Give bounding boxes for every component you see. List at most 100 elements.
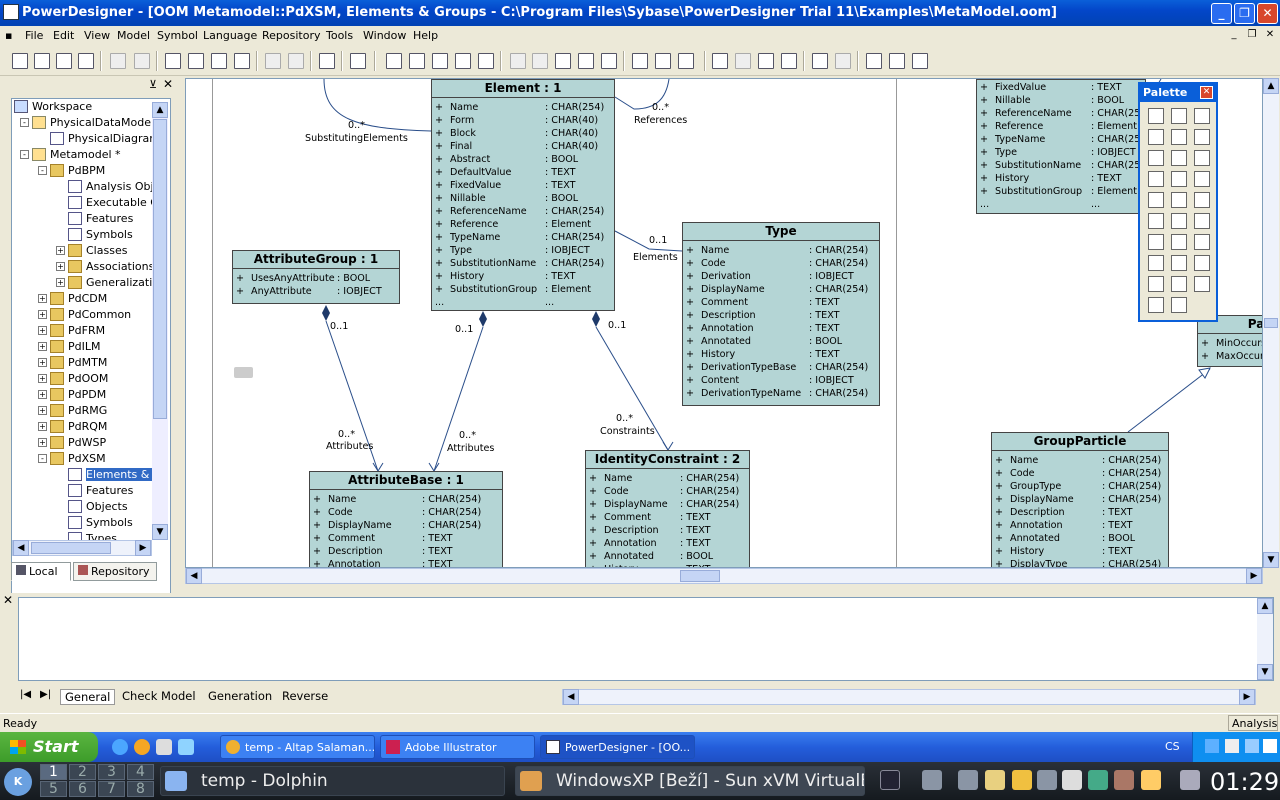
class-element-partial[interactable]: +FixedValue: TEXT+Nillable: BOOL+Referen… xyxy=(976,79,1150,214)
tab-scroll-right-icon[interactable]: ▶| xyxy=(40,689,52,700)
expand-icon[interactable]: + xyxy=(38,390,47,399)
class-attribute-row[interactable]: +Type: IOBJECT xyxy=(432,245,614,258)
class-attribute-row[interactable]: +DisplayName: CHAR(254) xyxy=(683,284,879,297)
collapse-icon[interactable]: - xyxy=(38,166,47,175)
class-attribute-row[interactable]: +Annotated: BOOL xyxy=(683,336,879,349)
collapse-icon[interactable]: - xyxy=(38,454,47,463)
palette-close-icon[interactable]: ✕ xyxy=(1200,86,1213,99)
tree-node[interactable]: -PhysicalDataModel_ xyxy=(12,115,170,131)
menu-tools[interactable]: Tools xyxy=(326,29,354,42)
class-attribute-row[interactable]: +Code: CHAR(254) xyxy=(310,507,502,520)
class-attribute-row[interactable]: +Annotation: TEXT xyxy=(992,520,1168,533)
collapse-icon[interactable]: - xyxy=(20,118,29,127)
class-attribute-row[interactable]: +Annotation: TEXT xyxy=(310,559,502,567)
class-attribute-row[interactable]: +AnyAttribute: IOBJECT xyxy=(233,286,399,299)
desktop-7[interactable]: 7 xyxy=(98,781,125,797)
text-field-icon[interactable] xyxy=(532,53,548,69)
start-button[interactable]: Start xyxy=(0,732,98,762)
class-attribute-row[interactable]: +SubstitutionName: CHAR(254) xyxy=(432,258,614,271)
zoom-in-icon[interactable] xyxy=(1194,108,1210,124)
tray-icon[interactable] xyxy=(1263,739,1277,753)
association-ag-attributes[interactable] xyxy=(325,320,379,472)
diagram-canvas[interactable]: Element : 1+Name: CHAR(254)+Form: CHAR(4… xyxy=(185,78,1263,568)
print-preview-icon[interactable] xyxy=(110,53,126,69)
tree-node[interactable]: Features xyxy=(12,483,170,499)
tree-node[interactable]: +Associations xyxy=(12,259,170,275)
volume-icon[interactable] xyxy=(1037,770,1057,790)
class-attribute-row[interactable]: +Final: CHAR(40) xyxy=(432,141,614,154)
association-substituting-elements[interactable] xyxy=(323,79,432,132)
zoom-fit-icon[interactable] xyxy=(812,53,828,69)
tray-icon[interactable] xyxy=(922,770,942,790)
class-attribute-row[interactable]: +History: TEXT xyxy=(683,349,879,362)
class-attribute-row[interactable]: +Nillable: BOOL xyxy=(432,193,614,206)
clipboard-icon[interactable] xyxy=(985,770,1005,790)
undo-icon[interactable] xyxy=(265,53,281,69)
class-attribute-row[interactable]: +Name: CHAR(254) xyxy=(310,494,502,507)
tree-node[interactable]: Symbols xyxy=(12,227,170,243)
open-icon[interactable] xyxy=(34,53,50,69)
diagram-hscroll-thumb[interactable] xyxy=(680,570,720,582)
output-hscrollbar[interactable]: ◀ ▶ xyxy=(562,689,1256,705)
text-icon[interactable] xyxy=(1148,234,1164,250)
terminal-icon[interactable] xyxy=(880,770,900,790)
tree-node[interactable]: +PdCDM xyxy=(12,291,170,307)
tree-node[interactable]: -PdXSM xyxy=(12,451,170,467)
composition-icon[interactable] xyxy=(1194,192,1210,208)
desktop-8[interactable]: 8 xyxy=(127,781,154,797)
result-list-icon[interactable] xyxy=(912,53,928,69)
tree-node[interactable]: Workspace xyxy=(12,99,170,115)
table-icon[interactable] xyxy=(1194,234,1210,250)
tree-node[interactable]: Analysis Obje xyxy=(12,179,170,195)
output-toggle-icon[interactable] xyxy=(889,53,905,69)
folder-up-icon[interactable] xyxy=(632,53,648,69)
tree-node[interactable]: Elements & G xyxy=(12,467,170,483)
rounded-rectangle-icon[interactable] xyxy=(1194,276,1210,292)
class-group-particle[interactable]: GroupParticle+Name: CHAR(254)+Code: CHAR… xyxy=(991,432,1169,567)
class-attribute-row[interactable]: +DisplayName: CHAR(254) xyxy=(586,499,749,512)
tree-node[interactable]: +PdFRM xyxy=(12,323,170,339)
realization-icon[interactable] xyxy=(1194,171,1210,187)
scroll-right-icon[interactable]: ▶ xyxy=(135,540,151,556)
rectangle-icon[interactable] xyxy=(1148,276,1164,292)
class-attribute-row[interactable]: +DisplayType: CHAR(254) xyxy=(992,559,1168,567)
class-attribute-base[interactable]: AttributeBase : 1+Name: CHAR(254)+Code: … xyxy=(309,471,503,567)
browser-dock-icon[interactable]: ⊻ xyxy=(149,78,158,91)
class-attribute-row[interactable]: +Code: CHAR(254) xyxy=(586,486,749,499)
association-elements[interactable] xyxy=(614,230,683,252)
class-attribute-row[interactable]: +Description: TEXT xyxy=(586,525,749,538)
class-attribute-row[interactable]: +DerivationTypeName: CHAR(254) xyxy=(683,388,879,401)
zoom-select-icon[interactable] xyxy=(835,53,851,69)
expand-icon[interactable]: + xyxy=(38,342,47,351)
menu-repository[interactable]: Repository xyxy=(262,29,321,42)
menu-model[interactable]: Model xyxy=(117,29,151,42)
tree-node[interactable]: +Generalizatic xyxy=(12,275,170,291)
language-indicator[interactable]: CS xyxy=(1165,740,1180,753)
ellipse-icon[interactable] xyxy=(1171,276,1187,292)
class-attribute-row[interactable]: +DisplayName: CHAR(254) xyxy=(992,494,1168,507)
class-attribute-row[interactable]: +Annotated: BOOL xyxy=(586,551,749,564)
interface-icon[interactable] xyxy=(1148,171,1164,187)
font-icon[interactable] xyxy=(601,53,617,69)
browser-vscroll-thumb[interactable] xyxy=(153,119,167,419)
expand-icon[interactable]: + xyxy=(38,294,47,303)
edit-model-icon[interactable] xyxy=(386,53,402,69)
browser-hscrollbar[interactable]: ◀ ▶ xyxy=(12,540,152,556)
cut-icon[interactable] xyxy=(165,53,181,69)
class-icon[interactable] xyxy=(1194,150,1210,166)
desktop-3[interactable]: 3 xyxy=(98,764,125,780)
tree-node[interactable]: Objects xyxy=(12,499,170,515)
menu-help[interactable]: Help xyxy=(413,29,439,42)
class-attribute-row[interactable]: +Description: TEXT xyxy=(683,310,879,323)
tree-node[interactable]: +PdCommon xyxy=(12,307,170,323)
desktop-4[interactable]: 4 xyxy=(127,764,154,780)
scroll-down-icon[interactable]: ▼ xyxy=(1257,664,1273,680)
file-icon[interactable] xyxy=(1194,213,1210,229)
tree-node[interactable]: Executable C xyxy=(12,195,170,211)
clock[interactable]: 01:29 xyxy=(1210,768,1280,796)
minimize-button[interactable]: _ xyxy=(1211,3,1232,24)
task-adobe-illustrator[interactable]: Adobe Illustrator xyxy=(380,735,535,759)
scroll-left-icon[interactable]: ◀ xyxy=(186,568,202,584)
paste-icon[interactable] xyxy=(211,53,227,69)
class-attribute-row[interactable]: +SubstitutionGroup: Element xyxy=(432,284,614,297)
